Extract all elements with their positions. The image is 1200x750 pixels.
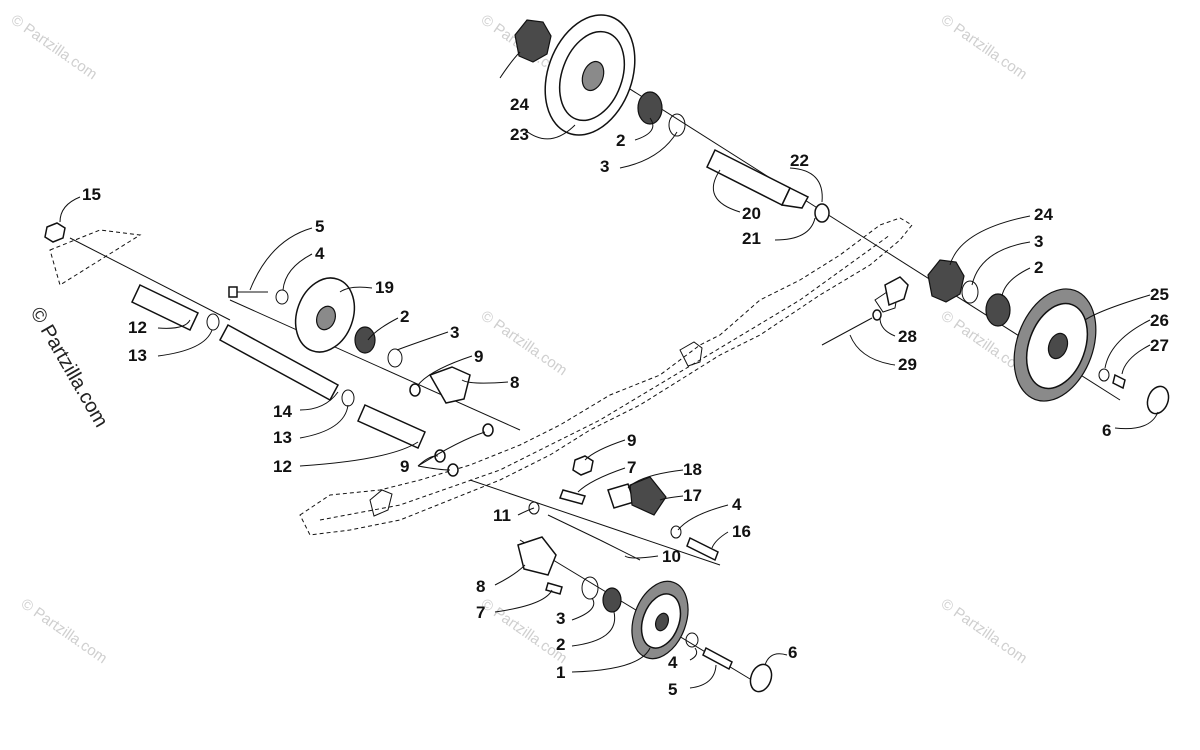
callout-12: 12 [273, 457, 292, 476]
watermark: © Partzilla.com [8, 11, 101, 83]
callout-28: 28 [898, 327, 917, 346]
callout-7: 7 [627, 458, 636, 477]
bearing-top [637, 91, 686, 137]
callout-6: 6 [788, 643, 797, 662]
callout-27: 27 [1150, 336, 1169, 355]
callout-12: 12 [128, 318, 147, 337]
callout-21: 21 [742, 229, 761, 248]
callout-9: 9 [400, 457, 409, 476]
watermark: © Partzilla.com [938, 11, 1031, 83]
callout-7: 7 [476, 603, 485, 622]
callout-26: 26 [1150, 311, 1169, 330]
slide-rail [49, 217, 913, 536]
callout-14: 14 [273, 402, 292, 421]
callout-24: 24 [510, 95, 529, 114]
callout-22: 22 [790, 151, 809, 170]
hub-cap-top [514, 19, 552, 63]
adjuster-bracket [821, 276, 909, 346]
callout-2: 2 [400, 307, 409, 326]
callout-10: 10 [662, 547, 681, 566]
rear-axle-parts [44, 222, 426, 449]
callout-16: 16 [732, 522, 751, 541]
callout-8: 8 [476, 577, 485, 596]
callout-9: 9 [474, 347, 483, 366]
callout-29: 29 [898, 355, 917, 374]
callout-4: 4 [668, 653, 678, 672]
callout-5: 5 [315, 217, 324, 236]
callouts: 24 23 2 3 22 20 21 24 3 2 25 26 27 6 28 … [59, 51, 1169, 699]
callout-3: 3 [556, 609, 565, 628]
callout-3: 3 [600, 157, 609, 176]
upper-shaft [706, 148, 830, 223]
callout-1: 1 [556, 663, 565, 682]
hub-cap-right [927, 259, 1011, 327]
callout-3: 3 [1034, 232, 1043, 251]
side-watermark: © Partzilla.com [26, 304, 112, 432]
rear-wheel-large [1013, 288, 1170, 415]
callout-4: 4 [315, 244, 325, 263]
callout-3: 3 [450, 323, 459, 342]
callout-6: 6 [1102, 421, 1111, 440]
callout-17: 17 [683, 486, 702, 505]
callout-15: 15 [82, 185, 101, 204]
callout-13: 13 [273, 428, 292, 447]
callout-18: 18 [683, 460, 702, 479]
callout-9: 9 [627, 431, 636, 450]
callout-2: 2 [1034, 258, 1043, 277]
callout-23: 23 [510, 125, 529, 144]
callout-24: 24 [1034, 205, 1053, 224]
watermark: © Partzilla.com [478, 307, 571, 379]
callout-20: 20 [742, 204, 761, 223]
upper-idler-wheel [544, 14, 636, 136]
callout-11: 11 [493, 506, 511, 525]
watermark: © Partzilla.com [938, 595, 1031, 667]
callout-8: 8 [510, 373, 519, 392]
callout-2: 2 [616, 131, 625, 150]
callout-13: 13 [128, 346, 147, 365]
axle-lines [69, 69, 1121, 686]
brackets [409, 366, 719, 595]
watermark: © Partzilla.com [18, 595, 111, 667]
front-wheel [581, 576, 773, 693]
callout-19: 19 [375, 278, 394, 297]
callout-4: 4 [732, 495, 742, 514]
callout-25: 25 [1150, 285, 1169, 304]
callout-5: 5 [668, 680, 677, 699]
callout-2: 2 [556, 635, 565, 654]
mid-idler-wheel [228, 277, 403, 368]
